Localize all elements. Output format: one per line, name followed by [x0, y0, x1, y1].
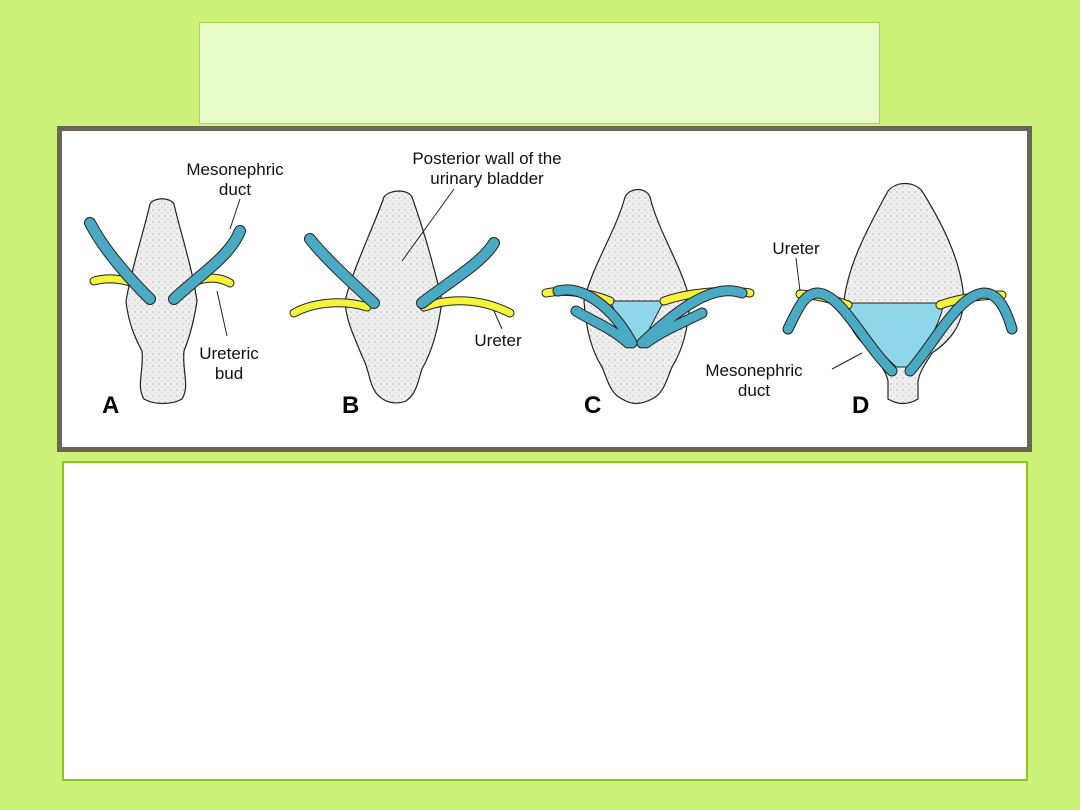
label-mesonephric-duct-a-2: duct	[219, 180, 251, 199]
label-ureteric-bud-2: bud	[215, 364, 243, 383]
bladder-c	[583, 188, 691, 405]
bladder-a	[125, 198, 198, 405]
title-placeholder	[199, 22, 880, 124]
label-mesonephric-duct-d-2: duct	[738, 381, 770, 400]
panel-letter-b: B	[342, 392, 359, 419]
content-placeholder	[62, 461, 1028, 781]
panel-c: C	[541, 188, 755, 419]
panel-d: Ureter Mesonephric duct D	[705, 182, 1018, 419]
panel-letter-a: A	[102, 392, 119, 419]
label-posterior-wall-1: Posterior wall of the	[412, 149, 561, 168]
label-ureteric-bud-1: Ureteric	[199, 344, 259, 363]
label-mesonephric-duct-a-1: Mesonephric	[186, 160, 284, 179]
label-posterior-wall-2: urinary bladder	[430, 169, 544, 188]
panel-b: Posterior wall of the urinary bladder Ur…	[289, 149, 562, 419]
label-ureter-d: Ureter	[772, 239, 820, 258]
panel-letter-c: C	[584, 392, 601, 419]
label-ureter-b: Ureter	[474, 331, 522, 350]
panel-a: Mesonephric duct Ureteric bud A	[84, 160, 284, 419]
panel-letter-d: D	[852, 392, 869, 419]
bladder-d	[843, 182, 965, 405]
bladder-development-figure: Mesonephric duct Ureteric bud A Posterio…	[57, 126, 1032, 452]
label-mesonephric-duct-d-1: Mesonephric	[705, 361, 803, 380]
